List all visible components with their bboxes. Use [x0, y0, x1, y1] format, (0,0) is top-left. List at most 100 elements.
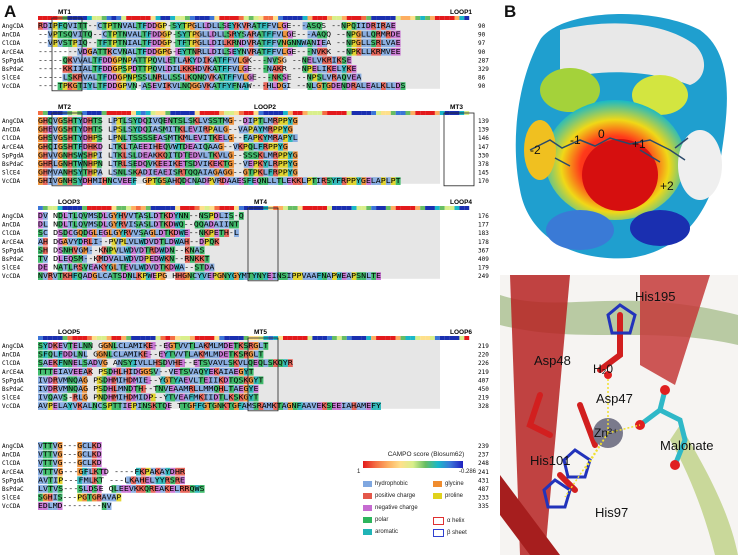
residue-cell [189, 82, 195, 90]
conservation-cell [356, 111, 362, 115]
residue-cell [126, 117, 132, 125]
residue-cell [273, 125, 279, 134]
conservation-cell [160, 336, 166, 340]
residue-cell [126, 376, 132, 385]
residue-cell [248, 117, 254, 125]
residue-cell [111, 493, 117, 502]
residue-cell [263, 30, 269, 39]
residue-cell [283, 134, 288, 142]
residue-cell [258, 342, 264, 350]
residue-cell [214, 359, 220, 367]
residue-cell [175, 263, 181, 272]
residue-cell [199, 22, 205, 30]
residue-cell [273, 272, 279, 280]
residue-cell [106, 73, 112, 82]
residue-cell [366, 402, 372, 410]
residue-number: 237 [478, 452, 489, 459]
residue-cell [160, 263, 166, 272]
residue-cell [170, 376, 176, 385]
residue-cell [57, 459, 63, 467]
residue-cell [96, 476, 102, 485]
residue-cell [62, 255, 68, 263]
residue-cell [170, 350, 176, 359]
residue-cell [72, 39, 78, 47]
residue-cell [145, 342, 151, 350]
residue-cell [263, 359, 269, 367]
residue-cell [224, 65, 230, 73]
conservation-cell [209, 111, 215, 115]
conservation-cell [415, 111, 421, 115]
residue-cell [150, 39, 156, 47]
residue-cell [194, 125, 200, 134]
residue-cell [126, 263, 132, 272]
residue-cell [38, 459, 43, 467]
residue-cell [52, 125, 58, 134]
residue-cell [219, 39, 225, 47]
residue-cell [52, 502, 58, 510]
residue-cell [140, 168, 146, 177]
residue-cell [317, 177, 323, 185]
residue-cell [395, 47, 401, 56]
residue-cell [268, 117, 274, 125]
residue-cell [278, 47, 283, 56]
residue-cell [155, 476, 161, 485]
conservation-cell [385, 206, 391, 210]
sequence-text: SC DSDCGQDGLEGLGYRVVSAGLDTKDWE--NKPETH-L [38, 229, 239, 237]
conservation-cell [459, 206, 465, 210]
residue-cell [91, 359, 97, 367]
conservation-cell [101, 16, 107, 20]
sequence-text: VTTVG---GCLKD [38, 459, 102, 467]
conservation-cell [248, 111, 254, 115]
residue-cell [72, 22, 78, 30]
conservation-cell [170, 206, 176, 210]
conservation-cell [185, 16, 190, 20]
residue-cell [101, 393, 107, 402]
residue-cell [243, 56, 249, 65]
residue-cell [82, 393, 87, 402]
conservation-cell [400, 111, 406, 115]
residue-cell [52, 450, 58, 459]
conservation-cell [214, 16, 220, 20]
residue-cell [91, 65, 97, 73]
residue-cell [145, 168, 151, 177]
conservation-cell [253, 16, 259, 20]
residue-number: 139 [478, 127, 489, 134]
residue-cell [292, 117, 298, 125]
residue-cell [185, 255, 190, 263]
residue-cell [224, 342, 230, 350]
residue-cell [101, 30, 107, 39]
residue-cell [52, 151, 58, 160]
residue-cell [131, 272, 136, 280]
residue-cell [229, 30, 234, 39]
residue-cell [57, 342, 63, 350]
residue-cell [194, 342, 200, 350]
residue-cell [87, 263, 92, 272]
residue-cell [155, 30, 161, 39]
residue-cell [38, 272, 43, 280]
residue-cell [219, 65, 225, 73]
residue-cell [204, 229, 210, 237]
residue-cell [82, 342, 87, 350]
residue-cell [170, 263, 176, 272]
residue-cell [189, 30, 195, 39]
site-label-pos1: +1 [632, 137, 646, 151]
residue-cell [253, 134, 259, 142]
label-malonate: Malonate [660, 438, 713, 453]
residue-cell [292, 39, 298, 47]
conservation-cell [268, 16, 274, 20]
residue-cell [136, 168, 141, 177]
conservation-cell [459, 16, 465, 20]
sequence-text: IVDRVMNQAG PSDHMIHDMIE--YGTYAEVLTEIIKDTQ… [38, 376, 263, 384]
conservation-cell [47, 206, 53, 210]
residue-cell [106, 229, 112, 237]
residue-cell [111, 39, 117, 47]
residue-cell [140, 39, 146, 47]
residue-cell [47, 467, 53, 476]
residue-cell [155, 485, 161, 493]
residue-cell [229, 160, 234, 168]
residue-cell [150, 56, 156, 65]
residue-cell [253, 402, 259, 410]
residue-cell [96, 350, 102, 359]
residue-cell [82, 73, 87, 82]
residue-cell [194, 30, 200, 39]
